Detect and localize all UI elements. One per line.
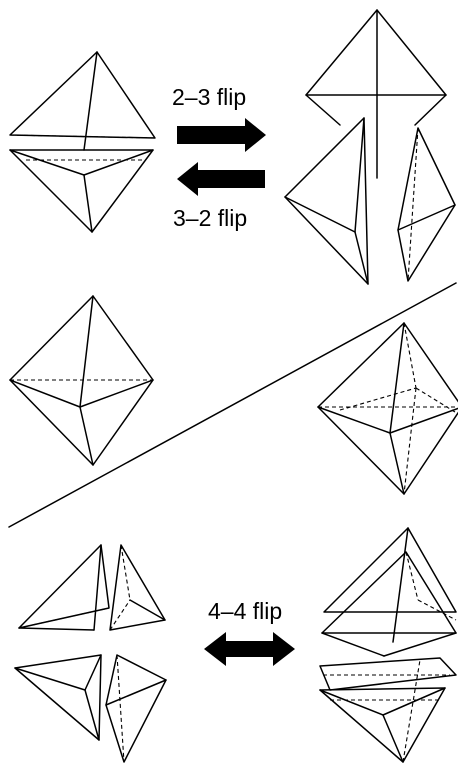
top-left-two-tetrahedra	[9, 51, 156, 233]
diagonal-separator	[8, 282, 457, 528]
arrow-right-icon	[177, 118, 266, 152]
middle-left-octahedron	[9, 295, 154, 466]
label-2-3-flip: 2–3 flip	[172, 84, 246, 110]
double-arrow-icon	[204, 632, 295, 666]
label-4-4-flip: 4–4 flip	[208, 598, 282, 624]
middle-right-octahedron	[317, 322, 458, 495]
label-3-2-flip: 3–2 flip	[173, 205, 247, 231]
bottom-right-four-tetrahedra	[319, 527, 457, 763]
top-right-three-tetrahedra	[284, 9, 456, 285]
bottom-left-four-tetrahedra	[14, 544, 167, 763]
arrow-left-icon	[177, 162, 265, 196]
